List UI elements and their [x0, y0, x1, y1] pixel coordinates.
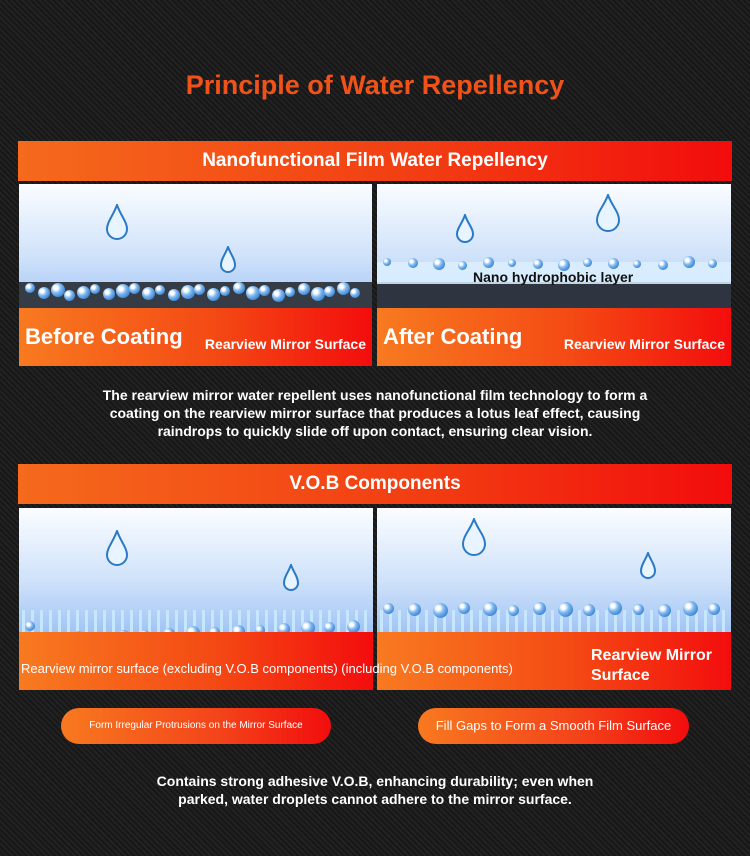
water-bubble	[683, 600, 698, 616]
water-bubble	[64, 289, 75, 301]
water-bubble	[194, 283, 205, 295]
water-drop-icon	[455, 214, 475, 243]
before-coating-label: Before Coating	[25, 324, 183, 349]
water-bubble	[25, 283, 35, 293]
section-banner-vob: V.O.B Components	[18, 464, 732, 504]
water-bubble	[168, 289, 180, 301]
water-bubble	[408, 258, 418, 268]
water-bubble	[608, 601, 622, 615]
description-line: raindrops to quickly slide off upon cont…	[157, 423, 593, 439]
water-bubble	[608, 257, 619, 269]
mirror-surface-layer	[377, 282, 731, 308]
water-drop-icon	[595, 194, 621, 232]
water-bubble	[233, 282, 245, 294]
description-line: Contains strong adhesive V.O.B, enhancin…	[156, 773, 594, 789]
water-bubble	[350, 288, 360, 298]
water-bubble	[207, 287, 220, 301]
description-line: The rearview mirror water repellent uses…	[102, 387, 648, 403]
section2-description: Contains strong adhesive V.O.B, enhancin…	[0, 772, 750, 808]
water-bubble	[483, 256, 494, 268]
after-coating-label: After Coating	[383, 324, 523, 349]
water-bubble	[458, 602, 470, 614]
after-coating-panel: Nano hydrophobic layer After Coating Rea…	[377, 184, 731, 366]
water-bubble	[142, 286, 155, 300]
water-bubble	[558, 601, 573, 617]
water-bubble	[272, 288, 285, 302]
water-bubble	[583, 257, 592, 267]
water-bubble	[633, 260, 641, 268]
water-bubble	[311, 287, 325, 301]
water-bubble	[458, 260, 467, 270]
water-bubble	[658, 260, 668, 270]
surface-label: Rearview Mirror Surface	[204, 336, 366, 352]
water-bubble	[408, 602, 421, 616]
water-bubble	[533, 259, 543, 269]
water-bubble	[259, 284, 270, 296]
mirror-band: After Coating Rearview Mirror Surface	[377, 308, 731, 366]
water-bubble	[508, 259, 516, 267]
water-drop-icon	[105, 530, 129, 566]
smooth-film	[377, 610, 731, 632]
water-bubble	[255, 625, 265, 635]
surface-label-line: Surface	[591, 667, 650, 684]
description-line: coating on the rearview mirror surface t…	[109, 405, 641, 421]
water-bubble	[181, 285, 195, 299]
water-bubble	[246, 286, 260, 300]
surface-label-line: Rearview Mirror	[591, 647, 712, 664]
water-bubble	[483, 602, 497, 616]
water-drop-icon	[282, 564, 300, 591]
description-line: parked, water droplets cannot adhere to …	[178, 791, 572, 807]
water-bubble	[508, 604, 519, 616]
water-drop-icon	[219, 246, 237, 273]
water-bubble	[533, 601, 546, 615]
mirror-band: Rearview Mirror Surface	[377, 632, 731, 690]
surface-label: Rearview Mirror Surface	[591, 646, 712, 686]
water-bubble	[708, 258, 717, 268]
water-bubble	[558, 259, 570, 271]
water-bubble	[38, 287, 50, 299]
water-bubble	[25, 621, 35, 631]
water-bubble	[90, 284, 100, 294]
mirror-band: Before Coating Rearview Mirror Surface	[19, 308, 372, 366]
water-drop-icon	[105, 204, 129, 240]
section-banner-nanofilm: Nanofunctional Film Water Repellency	[18, 141, 732, 181]
water-bubble	[433, 602, 448, 618]
water-bubble	[103, 288, 115, 300]
vob-excluding-panel	[19, 508, 373, 690]
vob-caption: Rearview mirror surface (excluding V.O.B…	[21, 661, 513, 676]
water-bubble	[51, 283, 65, 297]
before-coating-panel: Before Coating Rearview Mirror Surface	[19, 184, 372, 366]
water-bubble	[301, 621, 315, 635]
water-bubble	[220, 286, 230, 296]
water-bubble	[347, 619, 360, 633]
protrusions-pill: Form Irregular Protrusions on the Mirror…	[61, 708, 331, 744]
water-bubble	[324, 285, 335, 297]
vob-including-panel: Rearview Mirror Surface	[377, 508, 731, 690]
water-bubble	[708, 603, 720, 615]
water-bubble	[155, 285, 165, 295]
water-bubble	[658, 603, 671, 617]
water-bubble	[324, 621, 335, 633]
page-title: Principle of Water Repellency	[185, 70, 565, 100]
water-bubble	[285, 287, 295, 297]
water-bubble	[383, 602, 394, 614]
water-bubble	[77, 285, 90, 299]
water-drop-icon	[639, 552, 657, 579]
water-bubble	[116, 284, 130, 298]
mirror-band	[19, 632, 373, 690]
water-bubble	[337, 281, 350, 295]
water-bubble	[383, 258, 391, 266]
water-drop-icon	[461, 518, 487, 556]
water-bubble	[298, 283, 310, 295]
water-bubble	[129, 282, 140, 294]
water-bubble	[683, 256, 695, 268]
smooth-film-pill: Fill Gaps to Form a Smooth Film Surface	[418, 708, 689, 744]
nano-layer-label: Nano hydrophobic layer	[473, 269, 634, 285]
water-bubble	[433, 258, 445, 270]
water-bubble	[633, 603, 644, 615]
surface-label: Rearview Mirror Surface	[563, 336, 725, 352]
section1-description: The rearview mirror water repellent uses…	[0, 386, 750, 440]
water-bubble	[583, 604, 595, 616]
